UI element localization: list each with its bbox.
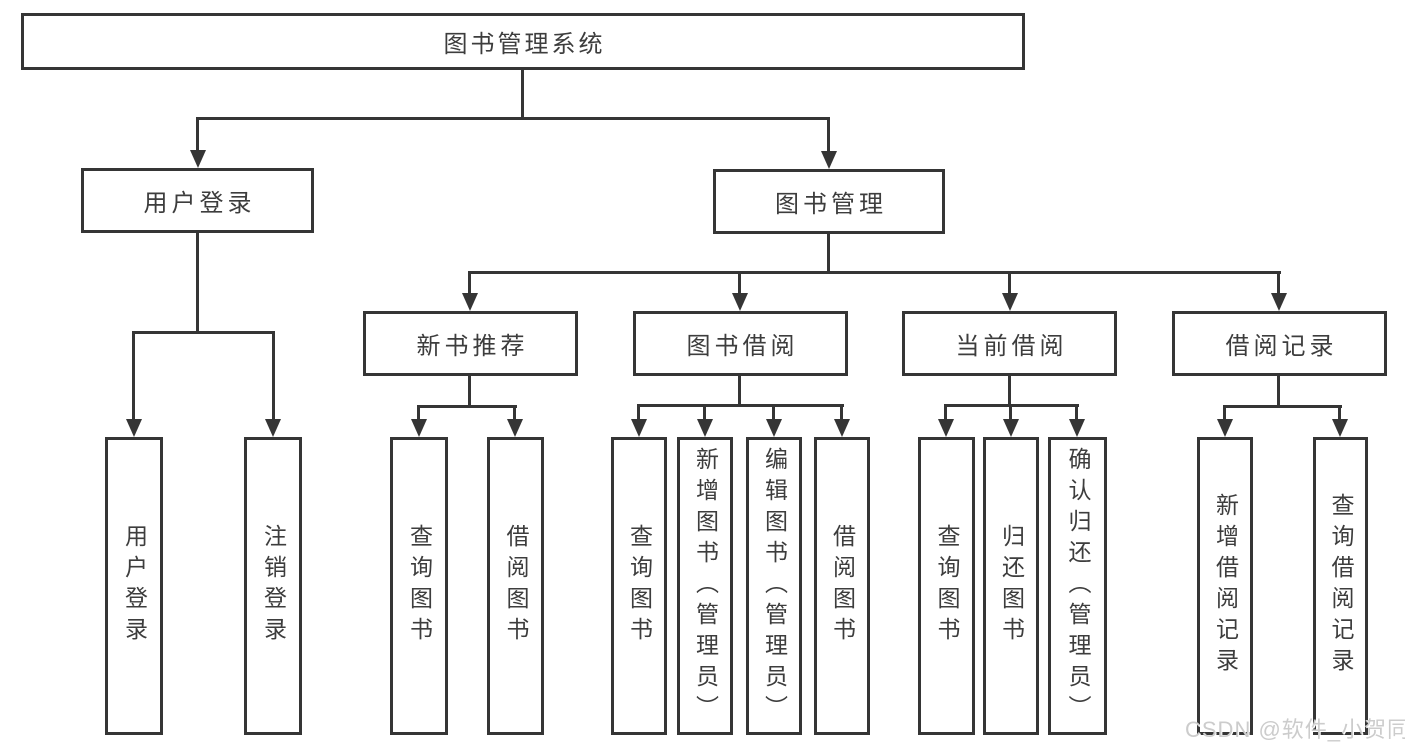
connector-stem — [272, 331, 275, 421]
connector-level1 — [196, 117, 830, 120]
node-leaf-logout: 注销登录 — [244, 437, 302, 735]
node-label: 新增图书（管理员） — [692, 446, 719, 726]
node-label: 图书管理系统 — [443, 31, 606, 58]
node-library-system: 图书管理系统 — [21, 13, 1025, 70]
node-label: 图书借阅 — [686, 333, 799, 360]
node-label: 借阅图书 — [503, 524, 529, 648]
node-borrowing-records: 借阅记录 — [1172, 311, 1387, 376]
connector-group3 — [637, 404, 844, 407]
arrow-down-icon — [834, 419, 850, 437]
connector-stem — [827, 117, 830, 153]
arrow-down-icon — [1271, 293, 1287, 311]
node-label: 新书推荐 — [416, 333, 529, 360]
connector-stem — [1338, 405, 1341, 421]
node-label: 确认归还（管理员） — [1065, 446, 1091, 726]
connector-group1 — [132, 331, 275, 334]
node-book-management: 图书管理 — [713, 169, 945, 234]
node-leaf-borrow-books-2: 借阅图书 — [814, 437, 870, 735]
connector-stem — [1277, 271, 1280, 295]
connector-stem — [196, 117, 199, 153]
arrow-down-icon — [190, 150, 206, 168]
connector-stem — [738, 376, 741, 407]
arrow-down-icon — [1003, 419, 1019, 437]
connector-stem — [1008, 271, 1011, 295]
node-leaf-borrow-books-1: 借阅图书 — [487, 437, 544, 735]
arrow-down-icon — [732, 293, 748, 311]
connector-stem — [840, 404, 843, 421]
connector-stem — [468, 271, 471, 295]
node-leaf-edit-book-admin: 编辑图书（管理员） — [746, 437, 802, 735]
node-leaf-query-books-1: 查询图书 — [390, 437, 448, 735]
connector-stem — [944, 404, 947, 421]
node-leaf-add-book-admin: 新增图书（管理员） — [677, 437, 733, 735]
connector-stem — [1075, 404, 1078, 421]
connector-stem — [468, 376, 471, 408]
arrow-down-icon — [126, 419, 142, 437]
node-new-book-recommend: 新书推荐 — [363, 311, 578, 376]
node-label: 编辑图书（管理员） — [761, 446, 788, 726]
connector-stem — [417, 405, 420, 421]
node-leaf-query-books-3: 查询图书 — [918, 437, 975, 735]
csdn-watermark: CSDN @软件_小贺同学 — [1185, 717, 1405, 742]
connector-stem — [827, 234, 830, 273]
connector-stem — [1223, 405, 1226, 421]
node-leaf-query-books-2: 查询图书 — [611, 437, 667, 735]
node-book-borrowing: 图书借阅 — [633, 311, 848, 376]
arrow-down-icon — [1332, 419, 1348, 437]
node-leaf-add-borrow-record: 新增借阅记录 — [1197, 437, 1253, 735]
node-label: 当前借阅 — [955, 333, 1068, 360]
node-user-login: 用户登录 — [81, 168, 314, 233]
connector-stem — [772, 404, 775, 421]
node-label: 用户登录 — [143, 190, 256, 217]
arrow-down-icon — [1217, 419, 1233, 437]
connector-stem — [1009, 404, 1012, 421]
node-label: 图书管理 — [775, 191, 887, 218]
connector-stem — [132, 331, 135, 421]
connector-stem — [738, 271, 741, 295]
arrow-down-icon — [821, 151, 837, 169]
connector-stem — [196, 233, 199, 333]
node-label: 查询图书 — [626, 524, 653, 648]
connector-group2 — [417, 405, 517, 408]
arrow-down-icon — [462, 293, 478, 311]
arrow-down-icon — [766, 419, 782, 437]
node-leaf-user-login: 用户登录 — [105, 437, 163, 735]
arrow-down-icon — [631, 419, 647, 437]
arrow-down-icon — [265, 419, 281, 437]
arrow-down-icon — [1002, 293, 1018, 311]
node-leaf-return-books: 归还图书 — [983, 437, 1039, 735]
node-leaf-confirm-return-admin: 确认归还（管理员） — [1048, 437, 1107, 735]
node-current-borrowing: 当前借阅 — [902, 311, 1117, 376]
node-label: 借阅图书 — [829, 524, 856, 648]
node-label: 新增借阅记录 — [1212, 493, 1239, 679]
node-label: 查询图书 — [406, 524, 433, 648]
node-label: 查询借阅记录 — [1328, 493, 1354, 679]
arrow-down-icon — [938, 419, 954, 437]
connector-stem — [1277, 376, 1280, 408]
node-label: 归还图书 — [998, 524, 1025, 648]
connector-stem — [513, 405, 516, 421]
connector-stem — [1008, 376, 1011, 407]
node-label: 注销登录 — [260, 524, 287, 648]
arrow-down-icon — [1069, 419, 1085, 437]
connector-trunk — [521, 70, 524, 118]
connector-group5 — [1223, 405, 1342, 408]
arrow-down-icon — [697, 419, 713, 437]
connector-stem — [703, 404, 706, 421]
connector-stem — [637, 404, 640, 421]
arrow-down-icon — [411, 419, 427, 437]
node-leaf-query-borrow-record: 查询借阅记录 — [1313, 437, 1368, 735]
node-label: 用户登录 — [121, 524, 148, 648]
node-label: 查询图书 — [934, 524, 960, 648]
arrow-down-icon — [507, 419, 523, 437]
node-label: 借阅记录 — [1225, 333, 1338, 360]
connector-level2 — [468, 271, 1281, 274]
